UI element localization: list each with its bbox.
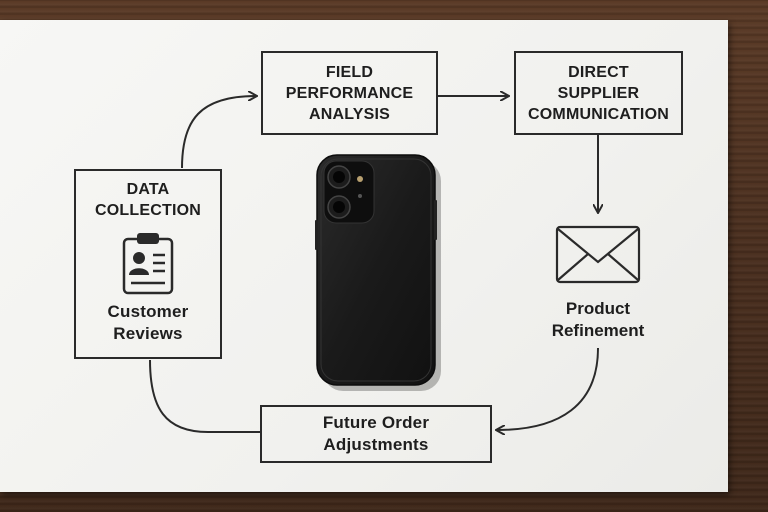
future-order-adjustments-box: Future Order Adjustments xyxy=(260,405,492,463)
field-box-line2: PERFORMANCE xyxy=(285,84,414,102)
data-box-sub-line2: Reviews xyxy=(113,324,183,343)
direct-box-line2: SUPPLIER xyxy=(557,84,640,102)
data-box-title-line2: COLLECTION xyxy=(95,202,201,219)
arrow-data-to-field xyxy=(181,96,256,169)
future-box-line1: Future Order xyxy=(322,413,430,432)
direct-box-line1: DIRECT xyxy=(568,63,629,81)
direct-supplier-communication-box: DIRECT SUPPLIER COMMUNICATION xyxy=(514,51,683,135)
arrow-refinement-to-future xyxy=(497,347,599,430)
data-box-sub-line1: Customer xyxy=(107,302,189,321)
data-box-title-line1: DATA xyxy=(126,181,170,198)
field-box-line1: FIELD xyxy=(325,63,374,81)
clipboard-icon xyxy=(119,231,177,295)
refinement-line1: Product xyxy=(565,299,631,318)
refinement-line2: Refinement xyxy=(551,321,645,340)
phone-case-image xyxy=(315,154,441,391)
direct-box-line3: COMMUNICATION xyxy=(528,105,669,123)
data-collection-box: DATA COLLECTION Customer Reviews xyxy=(74,169,222,359)
product-refinement-label: Product Refinement xyxy=(530,298,666,342)
connector-future-to-data xyxy=(149,359,260,433)
envelope-icon xyxy=(555,225,641,284)
field-performance-analysis-box: FIELD PERFORMANCE ANALYSIS xyxy=(261,51,438,135)
field-box-line3: ANALYSIS xyxy=(308,105,390,123)
future-box-line2: Adjustments xyxy=(323,435,429,454)
